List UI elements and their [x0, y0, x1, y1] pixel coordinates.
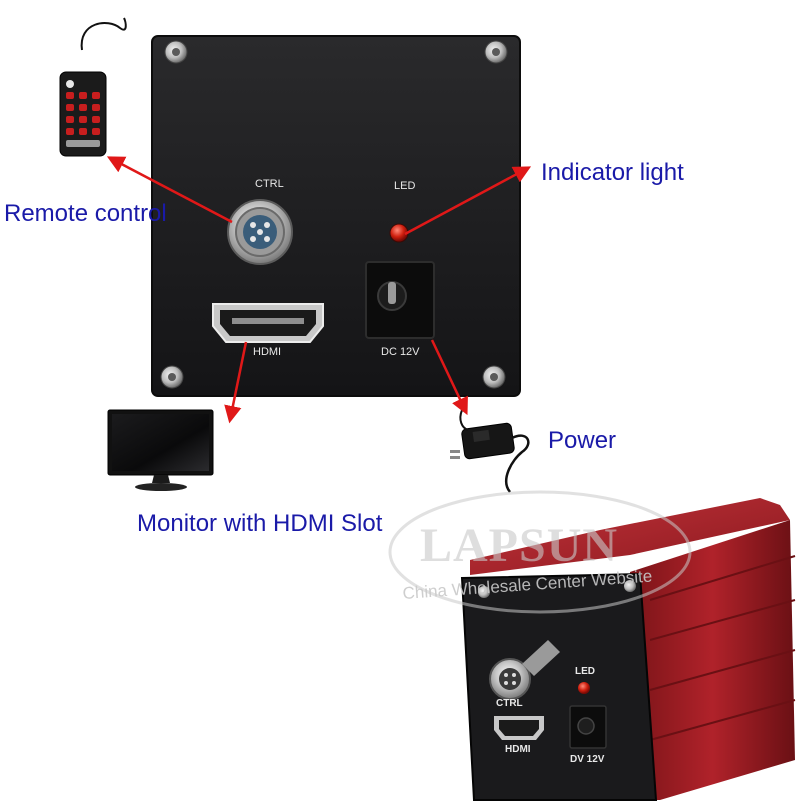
hdmi-port	[212, 303, 324, 343]
dc-label: DC 12V	[381, 346, 420, 358]
remote-control-label: Remote control	[4, 200, 167, 227]
panel-screws	[160, 40, 508, 389]
arrow-to-power	[430, 339, 468, 416]
camera-icon	[460, 498, 796, 801]
arrow-to-led-label	[404, 166, 532, 236]
arrow-to-remote	[106, 156, 233, 224]
connection-arrows	[106, 156, 532, 424]
arrow-to-monitor	[224, 341, 248, 424]
watermark-brand: LAPSUN	[420, 519, 619, 572]
camera-dc-label: DV 12V	[570, 754, 605, 765]
power-adapter-icon	[450, 409, 530, 493]
indicator-light-label: Indicator light	[541, 159, 684, 186]
led-label: LED	[394, 180, 416, 192]
monitor-icon	[107, 409, 214, 491]
monitor-label: Monitor with HDMI Slot	[137, 510, 383, 537]
hdmi-label: HDMI	[253, 346, 282, 358]
watermark-logo	[388, 490, 692, 614]
ctrl-label: CTRL	[255, 178, 284, 190]
camera-hdmi-label: HDMI	[505, 744, 531, 755]
camera-back-panel	[151, 35, 521, 397]
remote-control-icon	[59, 17, 127, 157]
camera-led-label: LED	[575, 666, 595, 677]
ctrl-connector	[227, 199, 293, 265]
camera-ctrl-label: CTRL	[496, 698, 523, 709]
power-label: Power	[548, 427, 617, 454]
dc-jack	[365, 261, 435, 339]
